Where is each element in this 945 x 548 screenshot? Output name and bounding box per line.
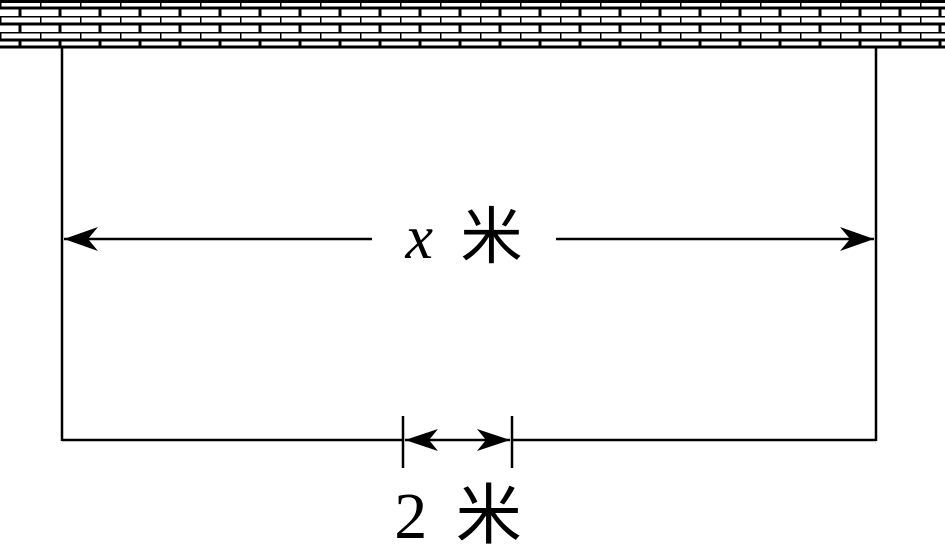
gap-dimension: 2 米 bbox=[394, 416, 522, 548]
brick-wall bbox=[0, 0, 945, 49]
width-dimension: x 米 bbox=[64, 204, 874, 272]
width-unit-label: 米 bbox=[461, 204, 523, 272]
svg-text:x 米: x 米 bbox=[404, 204, 522, 272]
svg-text:2 米: 2 米 bbox=[394, 480, 522, 548]
width-arrowhead-left bbox=[64, 227, 98, 251]
gap-unit-label: 米 bbox=[456, 480, 522, 548]
gap-arrowhead-right bbox=[477, 429, 510, 451]
width-variable-label: x bbox=[404, 204, 433, 272]
gap-arrowhead-left bbox=[405, 429, 438, 451]
gap-value-label: 2 bbox=[394, 480, 427, 548]
enclosure bbox=[60, 47, 878, 442]
width-arrowhead-right bbox=[840, 227, 874, 251]
